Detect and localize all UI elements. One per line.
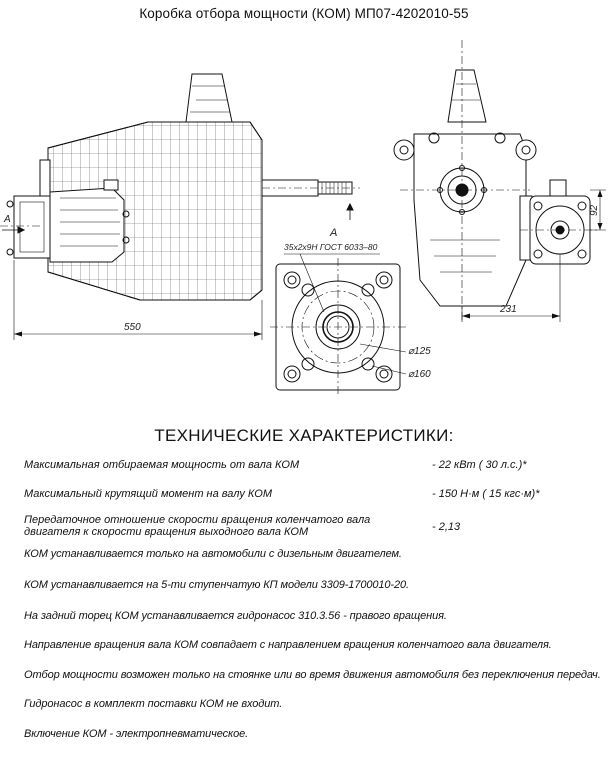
dimension-diameter-inner: ⌀125 (408, 346, 431, 357)
note-item: КОМ устанавливается только на автомобили… (24, 548, 402, 560)
side-view (0, 73, 360, 340)
spec-label: Передаточное отношение скорости вращения… (24, 514, 371, 538)
spec-value: - 2,13 (432, 521, 461, 533)
note-item: Включение КОМ - электропневматическое. (24, 728, 249, 740)
arrow-label-left: А (3, 214, 11, 225)
document-title: Коробка отбора мощности (КОМ) МП07-42020… (139, 6, 469, 21)
dimension-length: 550 (124, 322, 141, 333)
note-item: Отбор мощности возможен только на стоянк… (24, 669, 601, 681)
dimension-diameter-outer: ⌀160 (408, 369, 431, 380)
dimension-side: 231 (499, 304, 517, 315)
flange-view (270, 253, 407, 396)
note-item: КОМ устанавливается на 5-ти ступенчатую … (24, 579, 409, 591)
note-item: Направление вращения вала КОМ совпадает … (24, 639, 552, 651)
spec-value: - 22 кВт ( 30 л.с.)* (432, 459, 527, 471)
spec-row: Максимальная отбираемая мощность от вала… (24, 459, 584, 473)
note-item: На задний торец КОМ устанавливается гидр… (24, 610, 447, 622)
rear-view (393, 40, 606, 322)
note-item: Гидронасос в комплект поставки КОМ не вх… (24, 698, 283, 710)
dimension-height: 92 (589, 204, 600, 216)
spec-label: Максимальный крутящий момент на валу КОМ (24, 488, 272, 500)
spec-row: Передаточное отношение скорости вращения… (24, 514, 584, 540)
dimension-spline: 35х2х9Н ГОСТ 6033–80 (284, 242, 378, 252)
specs-heading: ТЕХНИЧЕСКИЕ ХАРАКТЕРИСТИКИ: (154, 426, 454, 445)
spec-row: Максимальный крутящий момент на валу КОМ… (24, 488, 584, 502)
section-label: А (329, 227, 337, 239)
spec-label: Максимальная отбираемая мощность от вала… (24, 459, 300, 471)
spec-value: - 150 Н·м ( 15 кгс·м)* (432, 488, 540, 500)
technical-drawing: А 550 А 35х2х9Н ГОСТ 6033–80 ⌀125 ⌀160 (0, 40, 606, 396)
